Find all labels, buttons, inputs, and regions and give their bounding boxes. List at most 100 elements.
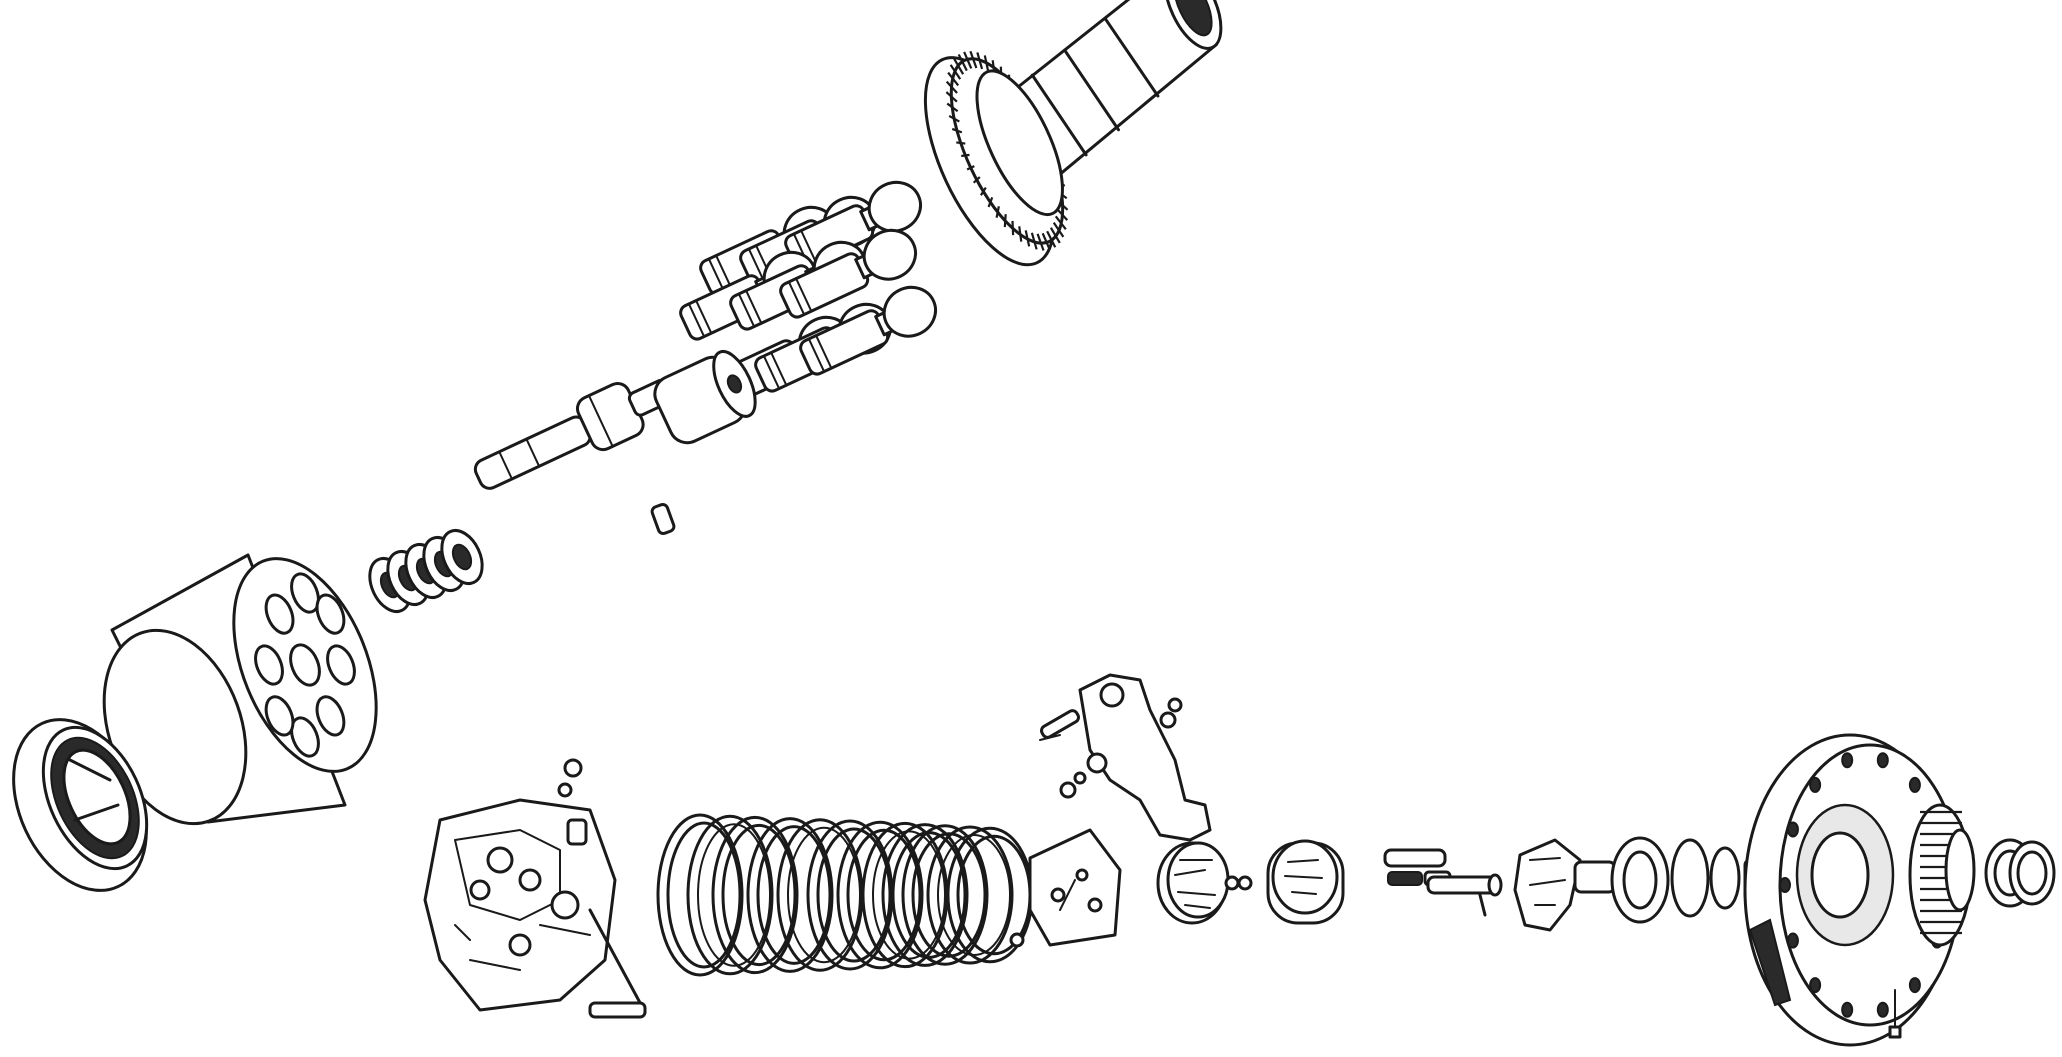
o-ring — [686, 814, 774, 976]
gear-tooth — [961, 153, 970, 158]
gear-tooth — [945, 91, 958, 103]
piston-groove — [807, 337, 826, 373]
o-ring-inner — [846, 828, 922, 962]
piston-groove — [707, 257, 726, 293]
gear-tooth — [948, 114, 960, 123]
gear-tooth — [972, 176, 981, 184]
piston-assembly — [799, 285, 938, 376]
o-ring-inner — [756, 825, 832, 965]
gear-tooth — [953, 58, 965, 75]
gear-tooth — [1052, 222, 1065, 238]
gear-tooth — [1054, 215, 1067, 230]
housing-bolt-hole — [1779, 877, 1791, 893]
piston-shoe-ball — [867, 180, 923, 233]
gear-tooth — [979, 186, 987, 196]
housing-bolt-hole — [1908, 776, 1921, 793]
piston-groove — [745, 289, 763, 325]
cylinder-bore — [315, 695, 346, 737]
gear-tooth — [1003, 214, 1007, 228]
cylinder-spring-washers — [368, 529, 484, 613]
cylinder-bore — [315, 593, 346, 635]
piston-groove — [800, 229, 818, 265]
gear-tooth — [1024, 230, 1031, 247]
valve-plate — [12, 718, 149, 892]
housing-bolt-hole — [1809, 776, 1822, 793]
piston-groove — [695, 299, 713, 335]
control-cover-plate — [1009, 828, 1122, 948]
cylinder-bore — [254, 644, 284, 686]
o-ring-inner — [816, 827, 892, 963]
piston-groove — [815, 334, 833, 370]
housing-bolt-hole — [1786, 932, 1799, 949]
piston-groove — [737, 292, 756, 328]
gear-tooth — [956, 141, 966, 145]
piston-assembly — [779, 228, 918, 319]
housing-bolt-hole — [1876, 752, 1889, 769]
gear-tooth — [1046, 230, 1057, 248]
o-ring-inner — [721, 823, 797, 967]
piston-shoe-ball — [862, 228, 918, 281]
gear-tooth — [963, 51, 973, 69]
housing-bolt-hole — [1908, 977, 1921, 994]
cylinder-center-bore — [289, 643, 321, 687]
o-ring-inner — [666, 821, 742, 969]
gear-tooth — [987, 196, 994, 208]
o-ring — [656, 813, 744, 977]
gear-tooth — [969, 50, 978, 69]
gear-tooth — [983, 55, 990, 72]
cylinder-bore — [290, 572, 320, 614]
piston-assembly — [784, 180, 923, 271]
gear-tooth — [945, 80, 958, 94]
gear-tooth — [957, 54, 968, 72]
gear-tooth — [949, 64, 962, 80]
gear-tooth — [1030, 232, 1038, 250]
piston-groove — [762, 354, 781, 390]
shaft-seal-rings — [1984, 838, 2056, 908]
o-ring-inner — [697, 823, 771, 967]
gear-tooth — [946, 102, 959, 113]
swash-yoke-bracket — [1039, 673, 1212, 842]
gear-tooth — [1011, 220, 1015, 236]
piston-shoe-assemblies — [679, 180, 938, 406]
gear-tooth — [1036, 233, 1045, 251]
gear-tooth — [976, 52, 984, 70]
piston-groove — [715, 254, 733, 290]
o-ring-seal-stack — [656, 813, 1034, 977]
o-ring — [836, 820, 924, 970]
piston-groove — [687, 302, 706, 338]
piston-groove — [787, 280, 806, 316]
piston-shoe-ball — [882, 285, 938, 338]
piston-groove — [795, 277, 813, 313]
piston-groove — [747, 247, 766, 283]
center-pin — [473, 378, 674, 490]
pump-main-housing — [1743, 733, 1976, 1047]
small-pin — [650, 503, 676, 535]
gear-tooth — [995, 206, 1000, 218]
shaft-bearing-set — [1513, 836, 1767, 932]
pilot-valve-spool — [1383, 848, 1503, 917]
o-ring — [711, 815, 799, 975]
gear-tooth — [1018, 226, 1023, 242]
cylinder-bore — [326, 644, 356, 686]
gear-tooth — [966, 165, 975, 171]
housing-bolt-hole — [1841, 1001, 1854, 1018]
gear-tooth — [947, 71, 960, 87]
piston-groove — [770, 351, 788, 387]
spring-retainer — [653, 350, 757, 445]
gear-tooth — [1049, 227, 1061, 244]
housing-bolt-hole — [1809, 977, 1822, 994]
housing-bolt-hole — [1876, 1001, 1889, 1018]
regulator-piston — [1266, 839, 1345, 925]
cylinder-bore — [264, 593, 295, 635]
cylinder-bore — [290, 716, 320, 758]
cylinder-block — [102, 553, 378, 826]
o-ring — [881, 823, 969, 967]
gear-tooth — [951, 127, 963, 134]
drive-shaft-with-gear — [923, 0, 1223, 267]
o-ring — [926, 825, 1014, 965]
gear-tooth — [1041, 232, 1051, 251]
end-cover-housing — [423, 758, 647, 1019]
housing-bolt-hole — [1786, 821, 1799, 838]
